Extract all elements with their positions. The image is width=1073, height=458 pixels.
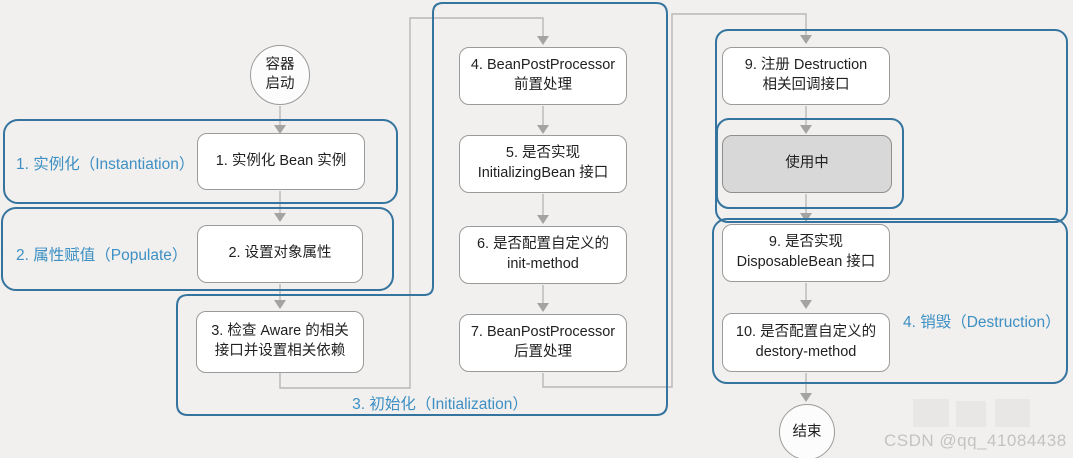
arrowhead-icon: [537, 125, 549, 134]
node-custom-destroy-method: 10. 是否配置自定义的 destory-method: [722, 313, 890, 372]
node-beanpostprocessor-before: 4. BeanPostProcessor 前置处理: [459, 47, 627, 105]
arrowheads: [274, 35, 812, 402]
stage-container-instantiation: [3, 119, 398, 204]
stage-container-destruction: [712, 218, 1068, 384]
stage-label-initialization: 3. 初始化（Initialization）: [352, 396, 528, 413]
node-beanpostprocessor-after: 7. BeanPostProcessor 后置处理: [459, 314, 627, 372]
node-initializingbean-interface: 5. 是否实现 InitializingBean 接口: [459, 135, 627, 193]
stage-container-initialization: [176, 2, 668, 416]
arrowhead-icon: [800, 125, 812, 134]
stage-containers: [1, 2, 1068, 416]
node-custom-init-method: 6. 是否配置自定义的 init-method: [459, 226, 627, 284]
watermark-text: CSDN @qq_41084438: [884, 431, 1067, 450]
arrowhead-icon: [537, 215, 549, 224]
end-node-label: 结束: [792, 423, 822, 440]
stage-container-populate: [1, 207, 394, 291]
arrowhead-icon: [800, 300, 812, 309]
connector-aware-to-bpp-before: [279, 17, 544, 389]
arrowhead-icon: [800, 213, 812, 222]
arrowhead-icon: [537, 303, 549, 312]
node-disposablebean-interface: 9. 是否实现 DisposableBean 接口: [722, 224, 890, 282]
censor-block: [995, 399, 1030, 427]
connector-bpp-after-to-register: [542, 13, 807, 388]
stage-container-register-destruction: [715, 29, 1068, 223]
arrowhead-icon: [800, 35, 812, 44]
stage-label-populate: 2. 属性赋值（Populate）: [16, 247, 188, 264]
start-node: 容器 启动: [250, 45, 310, 105]
node-check-aware: 3. 检查 Aware 的相关 接口并设置相关依赖: [196, 311, 364, 373]
arrowhead-icon: [800, 393, 812, 402]
start-node-label: 容器 启动: [265, 57, 295, 92]
stage-label-instantiation: 1. 实例化（Instantiation）: [16, 156, 195, 173]
node-register-destruction-callbacks: 9. 注册 Destruction 相关回调接口: [722, 47, 890, 105]
arrowhead-icon: [537, 36, 549, 45]
end-node: 结束: [779, 404, 835, 458]
node-instantiate-bean: 1. 实例化 Bean 实例: [197, 133, 365, 190]
stage-label-destruction: 4. 销毁（Destruction）: [903, 314, 1061, 331]
arrowhead-icon: [274, 213, 286, 222]
stage-container-in-use: [716, 118, 904, 209]
node-set-properties: 2. 设置对象属性: [197, 225, 363, 283]
node-in-use: 使用中: [722, 135, 892, 193]
connector-lines: [279, 13, 807, 394]
arrowhead-icon: [274, 125, 286, 134]
censor-block: [913, 399, 949, 427]
arrowhead-icon: [274, 300, 286, 309]
censor-block: [956, 401, 986, 427]
